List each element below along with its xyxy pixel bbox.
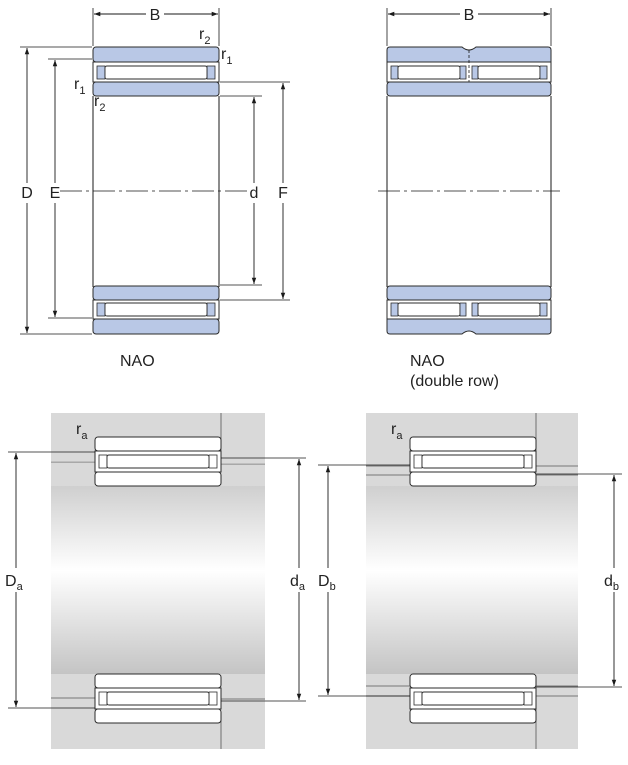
inner-ring-bottom <box>92 285 220 301</box>
label-D: D <box>21 185 33 202</box>
shaft <box>51 486 265 674</box>
mounting-db-drawing: Db db ra <box>316 413 624 749</box>
shaft-b <box>366 486 578 674</box>
outer-ring-top <box>92 46 220 63</box>
label-Db: Db <box>318 573 336 593</box>
label-d: d <box>250 185 259 202</box>
needle-roller-bottom-left <box>397 302 461 317</box>
label-r1-top: r1 <box>221 46 232 67</box>
label-ra-b: ra <box>391 421 403 442</box>
label-B: B <box>150 7 161 24</box>
needle-roller-top <box>104 65 208 80</box>
label-r2-left: r2 <box>94 93 105 114</box>
inner-ring-top <box>92 81 220 97</box>
caption-nao: NAO <box>120 353 155 370</box>
outer-ring-bottom <box>92 318 220 335</box>
needle-roller-top-right <box>477 65 541 80</box>
label-E: E <box>50 185 61 202</box>
needle-roller-bottom <box>104 302 208 317</box>
label-r2-top: r2 <box>199 26 210 47</box>
outer-ring-top-double <box>386 46 552 63</box>
needle-roller-bottom-right <box>477 302 541 317</box>
needle-roller-top-left <box>397 65 461 80</box>
nao-single-row-drawing: B D E d F <box>19 5 291 370</box>
nao-double-row-drawing: B NAO (double row) <box>378 5 560 390</box>
label-r1-left: r1 <box>74 76 85 97</box>
outer-ring-bottom-double <box>386 318 552 335</box>
label-db: db <box>604 573 619 593</box>
caption-nao-double: NAO <box>410 353 445 370</box>
label-ra: ra <box>76 421 88 442</box>
inner-ring-bottom-double <box>386 285 552 301</box>
label-Da: Da <box>5 573 24 593</box>
mounting-da-drawing: Da da ra <box>4 413 310 749</box>
label-F: F <box>278 185 288 202</box>
caption-double-row: (double row) <box>410 373 499 390</box>
inner-ring-top-double <box>386 81 552 97</box>
label-B-double: B <box>464 7 475 24</box>
label-da: da <box>290 573 306 593</box>
